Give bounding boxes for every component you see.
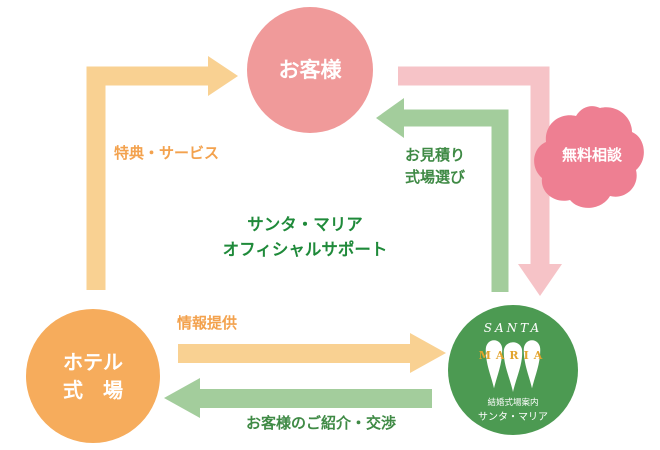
center-title-line1: サンタ・マリア (247, 215, 363, 234)
logo-caption-1: 結婚式場案内 (487, 398, 539, 408)
logo-santa-text: SANTA (483, 321, 543, 335)
center-title: サンタ・マリア オフィシャルサポート (200, 212, 410, 262)
arrow-customer-to-santa (398, 66, 562, 296)
hotel-label-line1: ホテル (63, 350, 123, 374)
arrow-santa-to-customer (376, 98, 509, 292)
arrow-hotel-to-santa (178, 333, 446, 373)
label-info-provision: 情報提供 (177, 314, 238, 332)
center-title-line2: オフィシャルサポート (222, 240, 388, 259)
arrow-hotel-to-customer (86, 56, 238, 290)
hotel-label: ホテル 式 場 (33, 348, 153, 404)
label-estimate-venue: お見積り 式場選び (405, 144, 465, 188)
customer-label: お客様 (278, 58, 342, 82)
label-venue-selection: 式場選び (405, 168, 466, 186)
hotel-label-line2: 式 場 (63, 378, 123, 402)
arrow-santa-to-hotel (164, 378, 432, 418)
logo-caption-2: サンタ・マリア (478, 412, 548, 423)
label-customer-introduction: お客様のご紹介・交渉 (246, 414, 397, 432)
consult-label: 無料相談 (561, 146, 622, 164)
label-estimate: お見積り (405, 146, 466, 164)
customer-circle (247, 7, 373, 133)
logo-maria-text: MARIA (478, 349, 548, 362)
consult-badge (534, 106, 644, 208)
hotel-circle (26, 309, 160, 443)
santa-maria-logo (484, 338, 542, 397)
label-benefits-service: 特典・サービス (114, 144, 220, 162)
